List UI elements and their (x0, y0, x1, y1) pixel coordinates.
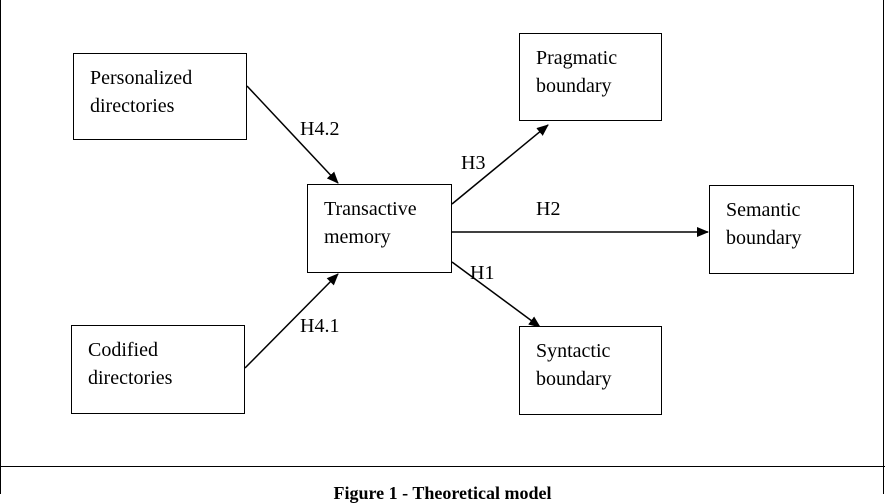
node-transactive-memory: Transactive memory (307, 184, 452, 273)
node-pragmatic-boundary: Pragmatic boundary (519, 33, 662, 121)
node-codified-line1: Codified (88, 339, 158, 361)
arrow-h3 (451, 124, 549, 205)
edge-label-h2: H2 (536, 198, 561, 220)
node-personalized-line1: Personalized (90, 67, 193, 89)
node-transactive-line1: Transactive (324, 198, 417, 220)
node-syntactic-boundary: Syntactic boundary (519, 326, 662, 415)
node-semantic-boundary: Semantic boundary (709, 185, 854, 274)
node-pragmatic-line2: boundary (536, 75, 612, 97)
node-syntactic-line1: Syntactic (536, 340, 611, 362)
node-semantic-line1: Semantic (726, 199, 801, 221)
arrow-h4-2 (246, 85, 339, 184)
edge-label-h1: H1 (470, 262, 495, 284)
node-personalized-directories: Personalized directories (73, 53, 247, 140)
figure-caption: Figure 1 - Theoretical model (333, 483, 552, 503)
node-codified-directories: Codified directories (71, 325, 245, 414)
caption-divider (0, 466, 885, 467)
node-pragmatic-line1: Pragmatic (536, 47, 618, 69)
node-semantic-line2: boundary (726, 227, 802, 249)
arrow-h4-1 (244, 273, 339, 369)
arrow-h1 (451, 261, 541, 328)
node-codified-line2: directories (88, 367, 173, 389)
edge-label-h4-2: H4.2 (300, 118, 340, 140)
node-personalized-line2: directories (90, 95, 175, 117)
edge-label-h4-1: H4.1 (300, 315, 340, 337)
node-syntactic-line2: boundary (536, 368, 612, 390)
node-transactive-line2: memory (324, 226, 391, 248)
edge-label-h3: H3 (461, 152, 486, 174)
